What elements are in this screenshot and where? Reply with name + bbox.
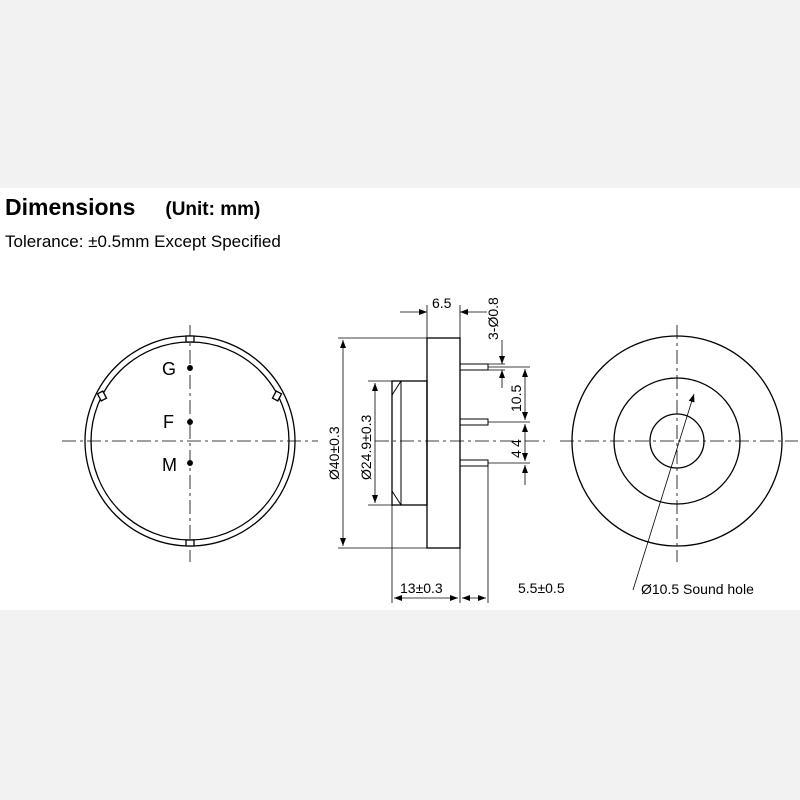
side-boss-chamfer-bottom	[391, 490, 402, 506]
front-tab-bottom	[185, 539, 195, 547]
side-view	[338, 305, 545, 603]
front-tab-right	[271, 390, 283, 402]
pin-label-f: F	[163, 412, 174, 432]
back-outer-circle	[571, 335, 783, 547]
side-body	[426, 337, 461, 549]
dim-pin-dia-label: 3-Ø0.8	[485, 297, 501, 340]
dim-pitch3-label: 4	[508, 450, 524, 458]
sound-hole-leader	[632, 393, 695, 591]
side-pin-bottom	[459, 459, 489, 467]
pin-label-m: M	[162, 455, 177, 475]
sound-hole-circle	[649, 413, 705, 469]
front-tab-top	[185, 335, 195, 343]
back-middle-circle	[613, 377, 741, 505]
unit-label: (Unit: mm)	[165, 199, 261, 220]
side-boss	[391, 380, 428, 506]
side-pin-top	[459, 363, 489, 371]
dim-pin-len-label: 5.5±0.5	[518, 580, 565, 596]
front-tab-left	[96, 390, 108, 402]
pin-dot-g	[187, 365, 193, 371]
drawing-panel	[0, 188, 800, 610]
pin-dot-f	[187, 419, 193, 425]
dim-outer-dia-label: Ø40±0.3	[326, 426, 342, 480]
dim-inner-dia-label: Ø24.9±0.3	[358, 415, 374, 480]
dim-pitch2-label: 4	[508, 439, 524, 447]
tolerance-note: Tolerance: ±0.5mm Except Specified	[5, 232, 281, 251]
title-text: Dimensions	[5, 194, 136, 220]
side-pin-mid	[459, 418, 489, 426]
dim-pitch1-label: 10.5	[508, 385, 524, 412]
pin-dot-m	[187, 460, 193, 466]
dim-height-label: 13±0.3	[400, 580, 443, 596]
side-dimension-lines	[340, 309, 528, 601]
dim-width-label: 6.5	[432, 295, 452, 311]
side-boss-chamfer-top	[391, 380, 402, 396]
side-extension-lines	[338, 305, 530, 603]
sound-hole-label: Ø10.5 Sound hole	[641, 581, 754, 597]
front-view	[62, 325, 318, 562]
pin-label-g: G	[162, 359, 176, 379]
back-view	[560, 325, 798, 591]
page-title: Dimensions (Unit: mm)	[5, 194, 260, 221]
